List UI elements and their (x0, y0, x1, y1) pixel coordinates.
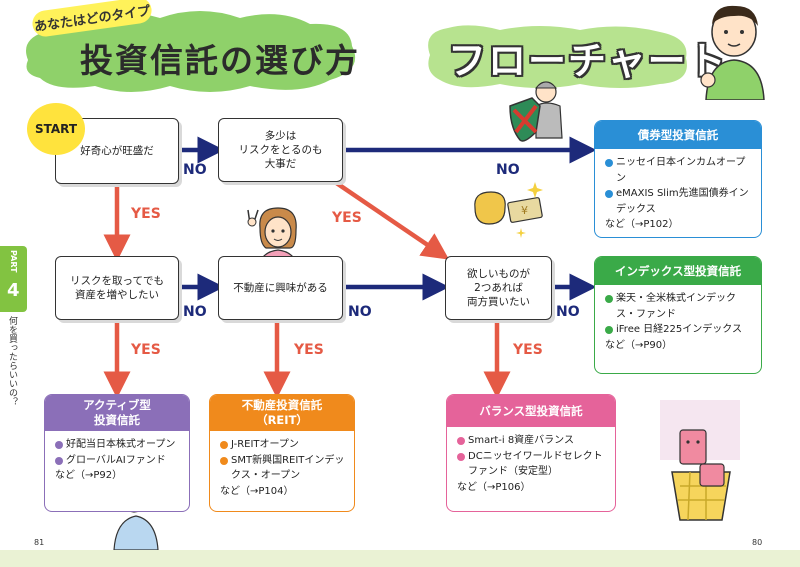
label-q1-no: NO (183, 162, 207, 178)
result-reit-fund: 不動産投資信託 （REIT） J-REITオープン SMT新興国REITインデッ… (209, 394, 355, 512)
page-number-left: 81 (34, 538, 45, 547)
page-reference: など（→P104） (220, 485, 294, 497)
result-bond-fund: 債券型投資信託 ニッセイ日本インカムオープン eMAXIS Slim先進国債券イ… (594, 120, 762, 238)
question-both-line-1: 欲しいものが (467, 267, 530, 280)
result-balance-list: Smart-i 8資産バランス DCニッセイワールドセレクトファンド（安定型） (447, 427, 615, 480)
footer-band (0, 550, 800, 567)
fund-name: SMT新興国REITインデックス・オープン (231, 454, 345, 482)
flow-title-banner (428, 25, 687, 88)
title-cloud (26, 11, 356, 92)
list-item: ニッセイ日本インカムオープン (605, 155, 753, 186)
result-reit-title-line-2: （REIT） (256, 413, 308, 427)
question-want-both: 欲しいものが 2つあれば 両方買いたい (445, 256, 552, 320)
question-curious-text: 好奇心が旺盛だ (80, 144, 154, 157)
arrow-q2-yes (330, 178, 450, 260)
wallet-money-illustration: ¥ (474, 182, 543, 238)
part-label: PART (9, 250, 18, 273)
list-item: 楽天・全米株式インデックス・ファンド (605, 291, 753, 322)
fund-name: J-REITオープン (231, 439, 299, 450)
question-both-line-2: 2つあれば (474, 281, 523, 294)
header-decoration (26, 11, 687, 92)
page-reference: など（→P106） (457, 481, 531, 493)
list-item: グローバルAIファンド (55, 453, 181, 469)
bullet-icon (55, 441, 63, 449)
result-bond-list: ニッセイ日本インカムオープン eMAXIS Slim先進国債券インデックス (595, 149, 761, 217)
list-item: SMT新興国REITインデックス・オープン (220, 453, 346, 484)
result-bond-title: 債券型投資信託 (595, 121, 761, 149)
label-q4-no: NO (348, 304, 372, 320)
label-q4-yes: YES (294, 342, 324, 358)
result-reit-title-line-1: 不動産投資信託 (241, 398, 323, 413)
bullet-icon (457, 452, 465, 461)
chapter-caption: 何を買ったらいいの？ (7, 316, 17, 406)
question-grow-line-1: リスクを取ってでも (70, 274, 164, 287)
result-active-title-line-2: 投資信託 (94, 413, 140, 427)
result-balance-title: バランス型投資信託 (447, 395, 615, 427)
result-active-list: 好配当日本株式オープン グローバルAIファンド (45, 431, 189, 468)
bullet-icon (55, 456, 63, 465)
label-q1-yes: YES (131, 206, 161, 222)
bullet-icon (605, 295, 613, 303)
page-reference: など（→P102） (605, 219, 679, 230)
fund-name: DCニッセイワールドセレクトファンド（安定型） (468, 450, 603, 478)
list-item: DCニッセイワールドセレクトファンド（安定型） (457, 449, 607, 480)
knight-shield-illustration (509, 81, 563, 142)
fund-name: グローバルAIファンド (66, 454, 166, 466)
list-item: iFree 日経225インデックス (605, 322, 753, 338)
bullet-icon (220, 456, 228, 465)
question-risk-line-3: 大事だ (264, 158, 297, 171)
label-q2-no: NO (496, 162, 520, 178)
fund-name: ニッセイ日本インカムオープン (616, 157, 746, 184)
start-badge: START (27, 103, 85, 155)
question-real-estate: 不動産に興味がある (218, 256, 343, 320)
label-q3-yes: YES (131, 342, 161, 358)
question-both-line-3: 両方買いたい (467, 296, 530, 309)
page-reference: など（→P92） (55, 470, 123, 481)
shopping-basket-illustration (660, 400, 740, 521)
bullet-icon (605, 190, 613, 198)
fund-name: iFree 日経225インデックス (616, 324, 742, 335)
page-reference: など（→P90） (605, 339, 673, 351)
bullet-icon (457, 437, 465, 445)
page-number-right: 80 (752, 538, 763, 547)
bullet-icon (220, 441, 228, 449)
result-index-list: 楽天・全米株式インデックス・ファンド iFree 日経225インデックス (595, 285, 761, 338)
result-index-title: インデックス型投資信託 (595, 257, 761, 285)
question-grow-assets: リスクを取ってでも 資産を増やしたい (55, 256, 179, 320)
question-real-estate-text: 不動産に興味がある (233, 281, 328, 294)
result-active-fund: アクティブ型 投資信託 好配当日本株式オープン グローバルAIファンド など（→… (44, 394, 190, 512)
svg-text:¥: ¥ (521, 204, 528, 217)
question-risk-important: 多少は リスクをとるのも 大事だ (218, 118, 343, 182)
part-tab: PART 4 (0, 246, 27, 312)
list-item: Smart-i 8資産バランス (457, 433, 607, 449)
part-number: 4 (7, 280, 20, 301)
result-reit-title: 不動産投資信託 （REIT） (210, 395, 354, 431)
result-balance-fund: バランス型投資信託 Smart-i 8資産バランス DCニッセイワールドセレクト… (446, 394, 616, 512)
fund-name: 好配当日本株式オープン (66, 439, 176, 450)
page-title: 投資信託の選び方 (80, 41, 360, 80)
list-item: 好配当日本株式オープン (55, 437, 181, 453)
fund-name: 楽天・全米株式インデックス・ファンド (616, 293, 736, 320)
bullet-icon (605, 159, 613, 167)
label-q2-yes: YES (332, 210, 362, 226)
label-q3-no: NO (183, 304, 207, 320)
label-q5-yes: YES (513, 342, 543, 358)
fund-name: eMAXIS Slim先進国債券インデックス (616, 188, 749, 215)
question-risk-line-2: リスクをとるのも (238, 143, 323, 156)
fund-name: Smart-i 8資産バランス (468, 435, 574, 446)
label-q5-no: NO (556, 304, 580, 320)
list-item: eMAXIS Slim先進国債券インデックス (605, 186, 753, 217)
bullet-icon (605, 326, 613, 334)
flowchart-title: フローチャート (448, 39, 728, 83)
result-reit-list: J-REITオープン SMT新興国REITインデックス・オープン (210, 431, 354, 484)
result-index-fund: インデックス型投資信託 楽天・全米株式インデックス・ファンド iFree 日経2… (594, 256, 762, 374)
result-active-title: アクティブ型 投資信託 (45, 395, 189, 431)
list-item: J-REITオープン (220, 437, 346, 453)
result-active-title-line-1: アクティブ型 (83, 398, 151, 413)
question-grow-line-2: 資産を増やしたい (75, 289, 159, 301)
guide-character-illustration (700, 5, 765, 100)
question-risk-line-1: 多少は (264, 129, 297, 142)
